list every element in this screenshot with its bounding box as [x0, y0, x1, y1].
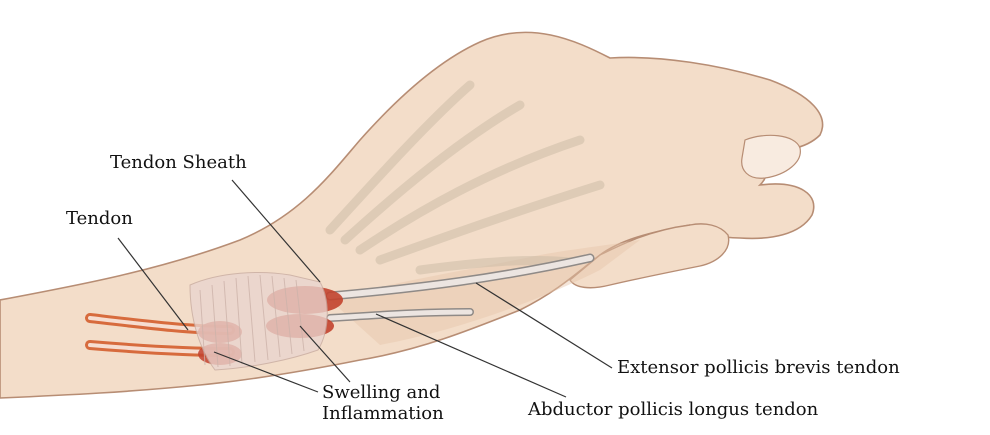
label-abductor-pollicis-longus: Abductor pollicis longus tendon: [528, 400, 818, 421]
label-tendon: Tendon: [66, 209, 133, 230]
thumbnail: [742, 135, 801, 178]
label-swelling-inflammation: Swelling and Inflammation: [322, 383, 444, 424]
label-extensor-pollicis-brevis: Extensor pollicis brevis tendon: [617, 358, 900, 379]
label-tendon-sheath: Tendon Sheath: [110, 153, 247, 174]
